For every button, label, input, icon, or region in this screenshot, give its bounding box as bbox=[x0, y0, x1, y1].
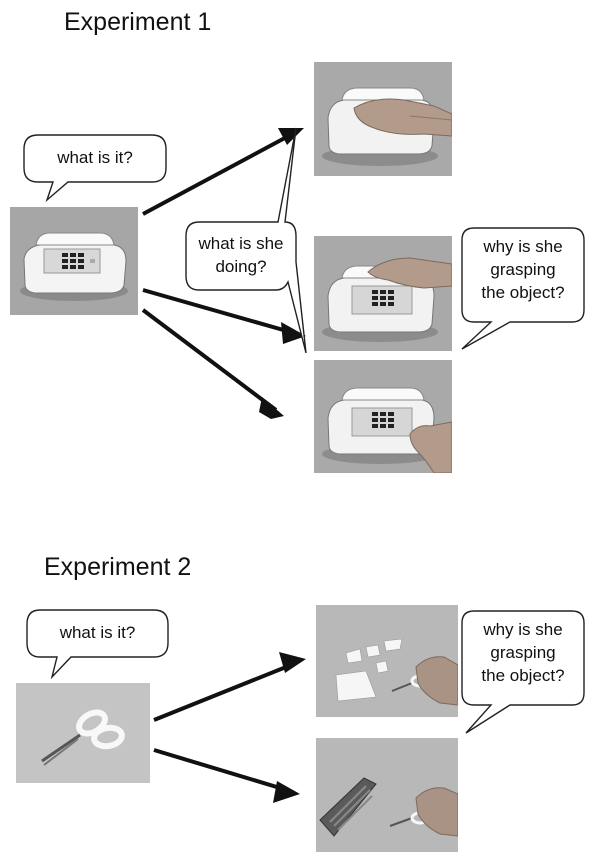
hand-cutting-paper-icon bbox=[316, 605, 458, 717]
exp1-object-question: what is it? bbox=[57, 148, 133, 167]
experiment-1-title: Experiment 1 bbox=[64, 8, 212, 36]
exp2-object-question: what is it? bbox=[59, 623, 136, 642]
hand-dialing-telephone-icon bbox=[314, 236, 452, 351]
exp2-why-bubble bbox=[461, 610, 585, 734]
exp2-arrows bbox=[153, 661, 297, 793]
hand-grasping-receiver-photo bbox=[314, 360, 452, 473]
telephone-photo bbox=[10, 207, 138, 315]
hand-reaching-pencil-case-icon bbox=[316, 738, 458, 852]
arrow-to-dialing bbox=[142, 288, 295, 335]
exp2-why-question-line1: why is she bbox=[483, 620, 563, 639]
arrow-to-hand-on-phone bbox=[142, 130, 297, 216]
exp2-why-question-line2: grasping bbox=[490, 643, 556, 662]
exp1-why-question-line1: why is she bbox=[483, 237, 563, 256]
arrow-to-pencil-case bbox=[153, 748, 291, 793]
exp2-object-bubble bbox=[26, 609, 169, 680]
arrow-to-receiver bbox=[141, 308, 278, 412]
hand-grasping-receiver-icon bbox=[314, 360, 452, 473]
exp1-object-bubble bbox=[23, 134, 167, 203]
exp1-why-bubble bbox=[461, 227, 585, 350]
exp2-why-question-line3: the object? bbox=[481, 666, 565, 685]
hand-reaching-pencil-case-photo bbox=[316, 738, 458, 852]
hand-on-telephone-icon bbox=[314, 62, 452, 176]
exp1-doing-question-line2: doing? bbox=[215, 257, 267, 276]
exp1-arrowheads bbox=[259, 128, 306, 419]
scissors-icon bbox=[16, 683, 150, 783]
hand-cutting-paper-photo bbox=[316, 605, 458, 717]
scissors-photo bbox=[16, 683, 150, 783]
exp1-why-question-line2: grasping bbox=[490, 260, 556, 279]
arrow-to-cutting bbox=[153, 661, 297, 722]
exp1-doing-bubble bbox=[185, 127, 307, 354]
exp1-doing-question-line1: what is she bbox=[198, 234, 284, 253]
experiment-2-title: Experiment 2 bbox=[44, 553, 192, 581]
exp1-arrows bbox=[141, 130, 297, 412]
telephone-icon bbox=[10, 207, 138, 315]
exp2-arrowheads bbox=[273, 652, 306, 803]
hand-on-telephone-photo bbox=[314, 62, 452, 176]
exp1-why-question-line3: the object? bbox=[481, 283, 565, 302]
hand-dialing-telephone-photo bbox=[314, 236, 452, 351]
